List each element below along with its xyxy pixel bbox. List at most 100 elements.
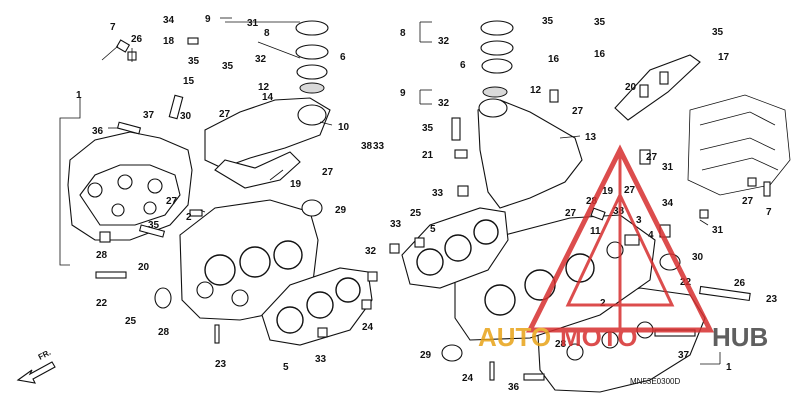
- watermark-text-a: AUTO: [478, 322, 551, 352]
- label-r-6[interactable]: 6: [460, 60, 466, 71]
- label-22[interactable]: 20: [138, 262, 150, 273]
- right-leader-lines: [419, 21, 721, 365]
- label-r-21[interactable]: 21: [422, 150, 434, 161]
- label-r-31a[interactable]: 31: [662, 162, 674, 173]
- label-r-8[interactable]: 8: [400, 28, 406, 39]
- label-1[interactable]: 1: [76, 90, 82, 101]
- label-29[interactable]: 28: [158, 327, 170, 338]
- label-28a[interactable]: 27: [166, 196, 178, 207]
- label-r-34[interactable]: 34: [662, 198, 674, 209]
- label-18[interactable]: 18: [163, 36, 175, 47]
- right-head-gasket: [401, 207, 509, 289]
- label-r-19[interactable]: 19: [602, 186, 614, 197]
- label-r-37[interactable]: 37: [678, 350, 690, 361]
- label-35a[interactable]: 34: [163, 15, 175, 26]
- label-r-32a[interactable]: 32: [438, 36, 450, 47]
- label-r-30[interactable]: 30: [692, 252, 704, 263]
- label-33b[interactable]: 33: [315, 354, 327, 365]
- label-15[interactable]: 15: [183, 76, 195, 87]
- left-small-parts: [95, 37, 378, 344]
- watermark-text-c: HUB: [712, 322, 768, 352]
- label-r-11[interactable]: 11: [590, 226, 601, 237]
- label-r-24[interactable]: 24: [462, 373, 474, 384]
- label-28b[interactable]: 28: [96, 250, 108, 261]
- label-r-5[interactable]: 5: [430, 224, 436, 235]
- label-r-27b[interactable]: 27: [646, 152, 658, 163]
- label-r-28a[interactable]: 28: [555, 339, 567, 350]
- label-r-23[interactable]: 23: [766, 294, 778, 305]
- label-r-35c[interactable]: 35: [712, 27, 724, 38]
- label-25[interactable]: 24: [362, 322, 374, 333]
- label-35c[interactable]: 35: [222, 61, 234, 72]
- label-r-17[interactable]: 17: [718, 52, 730, 63]
- ghost-manifold-outline: [687, 94, 791, 196]
- label-9[interactable]: 9: [205, 14, 211, 25]
- label-34[interactable]: 33: [373, 141, 385, 152]
- watermark: AUTO MOTO HUB: [478, 144, 768, 352]
- label-r-26[interactable]: 26: [734, 278, 746, 289]
- label-r-4[interactable]: 4: [648, 230, 654, 241]
- label-27a[interactable]: 26: [131, 34, 143, 45]
- label-8[interactable]: 8: [264, 28, 270, 39]
- label-14[interactable]: 14: [262, 92, 274, 103]
- label-26[interactable]: 25: [125, 316, 137, 327]
- label-r-7[interactable]: 7: [766, 207, 772, 218]
- label-35b[interactable]: 35: [188, 56, 200, 67]
- label-r-12[interactable]: 12: [530, 85, 542, 96]
- label-r-27e[interactable]: 27: [742, 196, 754, 207]
- label-37[interactable]: 36: [92, 126, 104, 137]
- left-cylinder-head: [179, 199, 319, 321]
- fuel-rail: [614, 54, 701, 121]
- right-insulator-stack: [480, 20, 514, 98]
- label-23[interactable]: 22: [96, 298, 108, 309]
- label-r-16b[interactable]: 16: [594, 49, 606, 60]
- label-r-1[interactable]: 1: [726, 362, 732, 373]
- label-r-29[interactable]: 29: [420, 350, 432, 361]
- right-small-parts: [389, 89, 771, 381]
- label-r-35d[interactable]: 35: [422, 123, 434, 134]
- label-r-31b[interactable]: 31: [712, 225, 724, 236]
- label-32b[interactable]: 32: [255, 54, 267, 65]
- front-direction-arrow: FR.: [16, 348, 56, 384]
- label-r-13[interactable]: 13: [585, 132, 597, 143]
- right-intake-manifold: [477, 98, 583, 209]
- left-insulator-stack: [295, 20, 329, 94]
- label-6[interactable]: 6: [340, 52, 346, 63]
- label-r-27c[interactable]: 27: [624, 185, 636, 196]
- label-36[interactable]: 35: [148, 220, 160, 231]
- label-2[interactable]: 2: [186, 212, 192, 223]
- label-r-3[interactable]: 3: [636, 215, 642, 226]
- watermark-text-b: MOTO: [560, 322, 638, 352]
- label-4[interactable]: 38: [361, 141, 373, 152]
- label-27b[interactable]: 27: [219, 109, 231, 120]
- label-r-33b[interactable]: 33: [390, 219, 402, 230]
- label-32a[interactable]: 31: [247, 18, 259, 29]
- left-intake-manifold: [204, 97, 331, 189]
- label-r-32b[interactable]: 32: [438, 98, 450, 109]
- label-30[interactable]: 29: [335, 205, 347, 216]
- label-r-20[interactable]: 20: [625, 82, 637, 93]
- label-r-33a[interactable]: 33: [432, 188, 444, 199]
- label-r-35a[interactable]: 35: [542, 16, 554, 27]
- label-r-36[interactable]: 36: [508, 382, 520, 393]
- left-head-cover: [67, 131, 193, 241]
- left-part-labels: 1 2 5 6 7 8 9 10 12 14 15 18 19 20 22 23…: [76, 14, 385, 373]
- label-12[interactable]: 12: [258, 82, 270, 93]
- label-7[interactable]: 7: [110, 22, 116, 33]
- label-31[interactable]: 30: [180, 111, 192, 122]
- label-10[interactable]: 10: [338, 122, 350, 133]
- label-33a[interactable]: 32: [365, 246, 377, 257]
- direction-label: FR.: [37, 348, 53, 362]
- label-r-9[interactable]: 9: [400, 88, 406, 99]
- label-r-25[interactable]: 25: [410, 208, 422, 219]
- label-27c[interactable]: 27: [322, 167, 334, 178]
- label-r-35b[interactable]: 35: [594, 17, 606, 28]
- label-24[interactable]: 23: [215, 359, 227, 370]
- label-r-16a[interactable]: 16: [548, 54, 560, 65]
- label-38[interactable]: 37: [143, 110, 155, 121]
- label-r-27d[interactable]: 27: [565, 208, 577, 219]
- label-r-27a[interactable]: 27: [572, 106, 584, 117]
- label-19[interactable]: 19: [290, 179, 302, 190]
- label-5[interactable]: 5: [283, 362, 289, 373]
